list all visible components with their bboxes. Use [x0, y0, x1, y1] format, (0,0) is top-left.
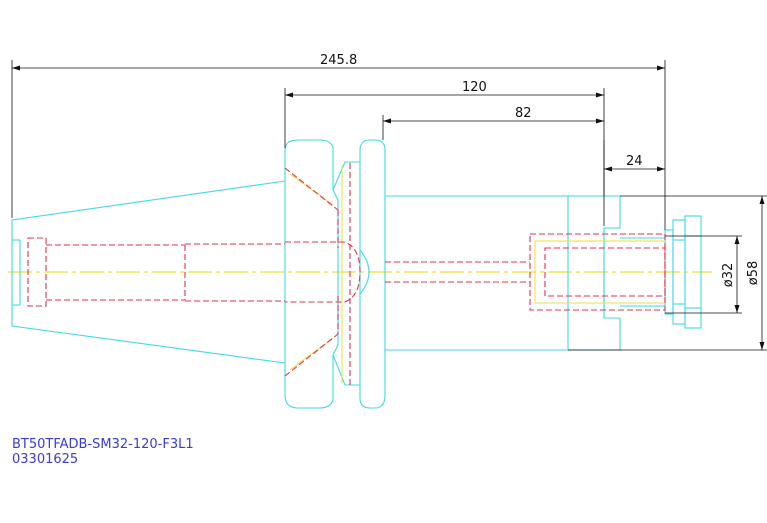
flange-right: [359, 139, 386, 409]
flange-section: [289, 166, 665, 384]
dim-diameter-body: ø58: [746, 261, 761, 286]
dim-gauge-length: 120: [462, 80, 487, 95]
dimension-lines: [11, 60, 767, 351]
dim-overall-length: 245.8: [320, 53, 357, 68]
drawing-code: 03301625: [12, 452, 79, 467]
part-outline: [11, 139, 702, 409]
taper-shank: [11, 180, 286, 364]
dim-body-length: 82: [515, 106, 532, 121]
part-number: BT50TFADB-SM32-120-F3L1: [12, 437, 194, 452]
title-block: BT50TFADB-SM32-120-F3L1 03301625: [12, 437, 194, 467]
flange-left: [284, 139, 339, 409]
dim-flange-length: 24: [626, 154, 643, 169]
dim-diameter-bore: ø32: [721, 263, 736, 288]
hidden-lines: [27, 163, 666, 385]
